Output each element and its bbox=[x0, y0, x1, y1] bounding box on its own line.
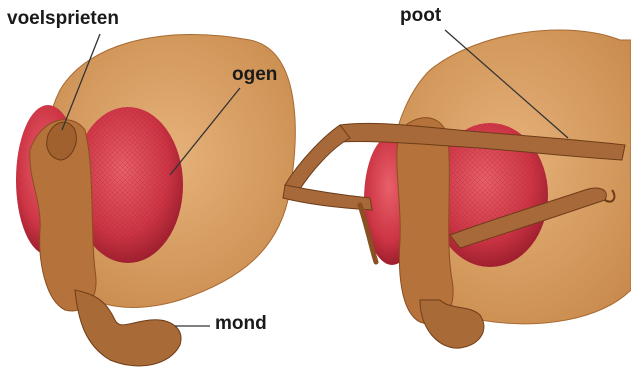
label-eyes: ogen bbox=[232, 64, 277, 86]
right-fly-head bbox=[283, 30, 631, 348]
label-mouth: mond bbox=[215, 313, 267, 335]
label-leg: poot bbox=[400, 5, 441, 27]
right-face-plate bbox=[397, 118, 453, 324]
label-antennae: voelsprieten bbox=[7, 8, 119, 30]
